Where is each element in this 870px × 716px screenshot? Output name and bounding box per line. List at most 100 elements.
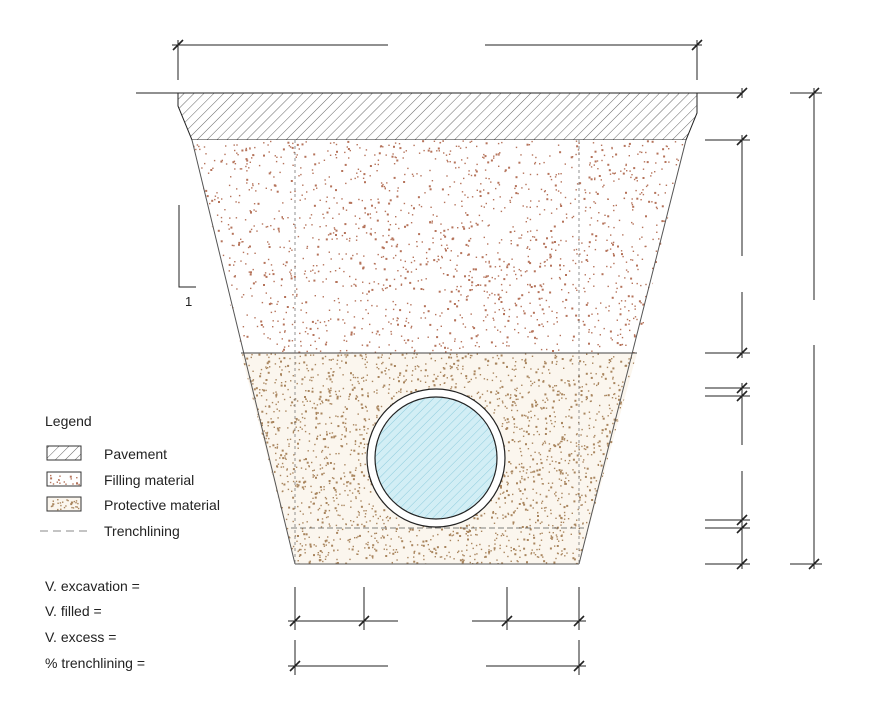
material-dot	[632, 425, 634, 427]
material-dot	[245, 263, 247, 265]
material-dot	[371, 555, 374, 558]
material-dot	[339, 309, 341, 311]
material-dot	[604, 214, 606, 216]
material-dot	[258, 480, 260, 482]
material-dot	[287, 388, 289, 391]
material-dot	[228, 228, 230, 230]
material-dot	[326, 431, 328, 433]
material-dot	[252, 154, 255, 156]
material-dot	[506, 266, 509, 269]
material-dot	[311, 407, 314, 409]
material-dot	[463, 559, 465, 561]
material-dot	[373, 391, 375, 393]
material-dot	[358, 512, 360, 514]
material-dot	[342, 206, 344, 209]
material-dot	[470, 225, 473, 228]
material-dot	[250, 211, 252, 214]
material-dot	[244, 438, 247, 441]
material-dot	[321, 467, 324, 469]
material-dot	[399, 374, 401, 376]
material-dot	[529, 518, 531, 521]
material-dot	[629, 539, 632, 542]
material-dot	[204, 270, 207, 272]
material-dot	[616, 287, 618, 290]
material-dot	[253, 511, 255, 513]
material-dot	[319, 464, 322, 466]
material-dot	[429, 323, 432, 326]
material-dot	[336, 531, 339, 534]
material-dot	[450, 388, 452, 390]
material-dot	[575, 140, 578, 142]
material-dot	[520, 498, 522, 500]
material-dot	[321, 551, 323, 554]
material-dot	[515, 394, 518, 397]
material-dot	[275, 396, 277, 398]
material-dot	[366, 410, 368, 412]
material-dot	[485, 552, 487, 554]
material-dot	[610, 499, 612, 502]
material-dot	[367, 299, 369, 302]
material-dot	[388, 369, 390, 371]
material-dot	[352, 374, 354, 376]
material-dot	[327, 371, 330, 374]
material-dot	[385, 278, 388, 281]
material-dot	[249, 531, 252, 534]
material-dot	[266, 496, 268, 498]
material-dot	[554, 385, 556, 387]
material-dot	[292, 307, 295, 309]
material-dot	[597, 313, 599, 315]
material-dot	[301, 530, 304, 532]
material-dot	[265, 187, 267, 189]
material-dot	[405, 150, 407, 152]
material-dot	[559, 470, 562, 473]
material-dot	[259, 487, 261, 490]
material-dot	[611, 296, 614, 299]
material-dot	[259, 419, 262, 421]
material-dot	[249, 230, 252, 233]
material-dot	[497, 293, 500, 296]
material-dot	[452, 530, 454, 533]
material-dot	[529, 218, 532, 221]
material-dot	[283, 246, 285, 249]
material-dot	[658, 296, 661, 299]
material-dot	[652, 267, 654, 270]
material-dot	[514, 402, 516, 404]
material-dot	[358, 459, 360, 461]
material-dot	[224, 153, 226, 156]
material-dot	[274, 310, 276, 313]
material-dot	[517, 560, 519, 563]
material-dot	[345, 182, 347, 185]
material-dot	[625, 420, 628, 423]
material-dot	[668, 148, 670, 150]
material-dot	[292, 468, 295, 471]
material-dot	[416, 241, 418, 243]
material-dot	[532, 499, 534, 501]
material-dot	[467, 531, 470, 533]
material-dot	[242, 326, 245, 328]
material-dot	[470, 395, 473, 398]
material-dot	[595, 506, 598, 509]
material-dot	[293, 275, 296, 278]
material-dot	[270, 225, 272, 227]
material-dot	[515, 404, 517, 407]
material-dot	[592, 142, 595, 144]
material-dot	[192, 271, 195, 274]
material-dot	[322, 543, 325, 545]
material-dot	[236, 188, 238, 190]
material-dot	[266, 354, 268, 356]
material-dot	[363, 425, 366, 428]
material-dot	[670, 346, 673, 348]
material-dot	[521, 427, 523, 430]
material-dot	[531, 442, 534, 444]
material-dot	[258, 488, 261, 490]
material-dot	[277, 508, 279, 511]
material-dot	[522, 501, 525, 504]
material-dot	[378, 334, 381, 336]
material-dot	[653, 343, 655, 345]
material-dot	[476, 341, 478, 344]
material-dot	[436, 336, 439, 339]
material-dot	[270, 140, 272, 143]
material-dot	[343, 339, 345, 342]
material-dot	[607, 198, 609, 200]
material-dot	[345, 253, 347, 255]
